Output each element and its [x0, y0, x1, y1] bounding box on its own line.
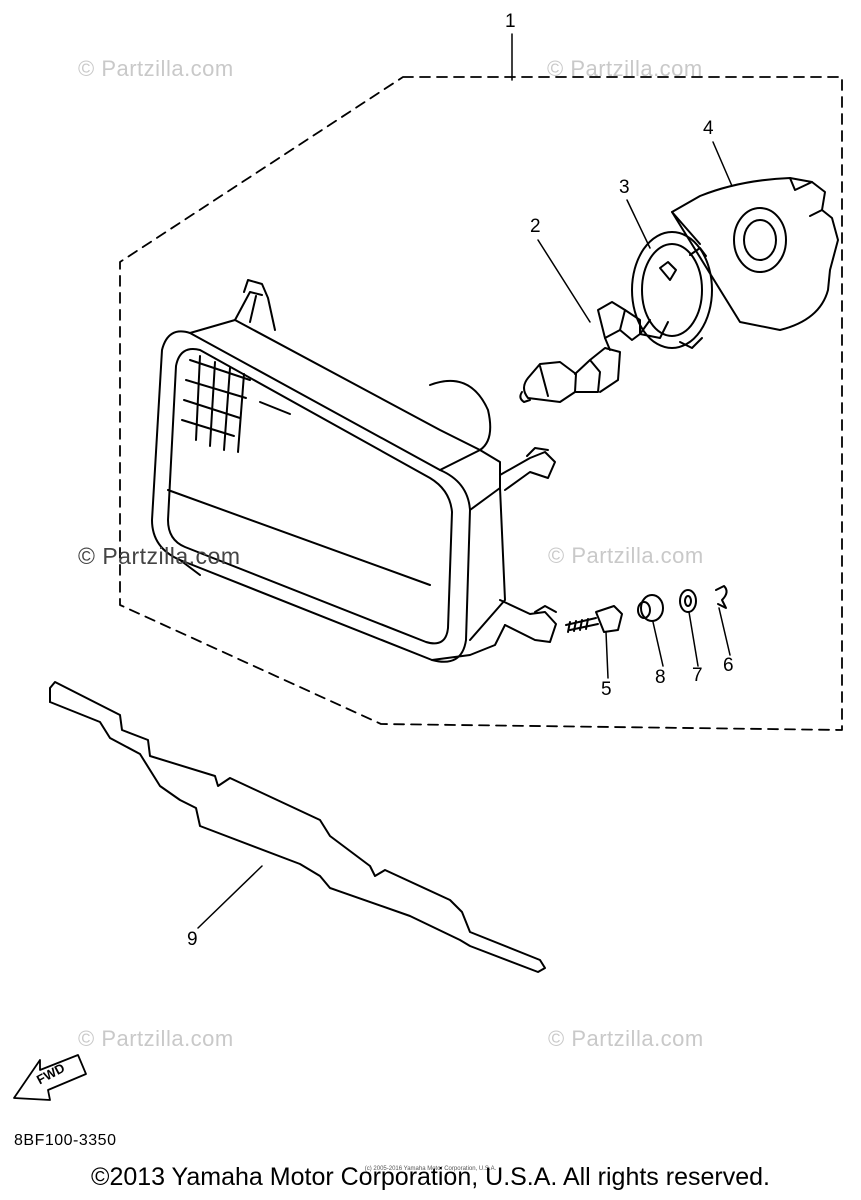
watermark: © Partzilla.com	[548, 543, 704, 568]
washer-shape	[679, 589, 697, 613]
bulb-shape	[519, 301, 641, 403]
clip-shape	[715, 585, 728, 609]
watermark: © Partzilla.com	[548, 1026, 704, 1051]
callout-8: 8	[655, 667, 666, 688]
callout-5: 5	[601, 679, 612, 700]
retaining-ring-shape	[631, 231, 713, 349]
callout-3: 3	[619, 177, 630, 198]
fwd-arrow-shape	[13, 1054, 87, 1101]
callout-4: 4	[703, 118, 714, 139]
callout-2: 2	[530, 216, 541, 237]
callout-1: 1	[505, 11, 516, 32]
watermark: © Partzilla.com	[78, 1026, 234, 1051]
assembly-boundary	[119, 76, 843, 731]
watermark: © Partzilla.com	[78, 56, 234, 81]
seal-strip-shape	[49, 681, 546, 973]
callout-6: 6	[723, 655, 734, 676]
headlight-unit-shape	[151, 279, 557, 663]
tiny-copyright: (c) 2005-2016 Yamaha Motor Corporation, …	[364, 1166, 497, 1172]
callout-9: 9	[187, 929, 198, 950]
cover-shape	[671, 177, 839, 331]
copyright-text: ©2013 Yamaha Motor Corporation, U.S.A. A…	[91, 1163, 770, 1191]
callout-7: 7	[692, 665, 703, 686]
diagram-code: 8BF100-3350	[14, 1132, 117, 1149]
watermark: © Partzilla.com	[78, 543, 241, 569]
screw-shape	[565, 605, 623, 633]
spacer-shape	[637, 594, 664, 622]
watermark: © Partzilla.com	[547, 56, 703, 81]
